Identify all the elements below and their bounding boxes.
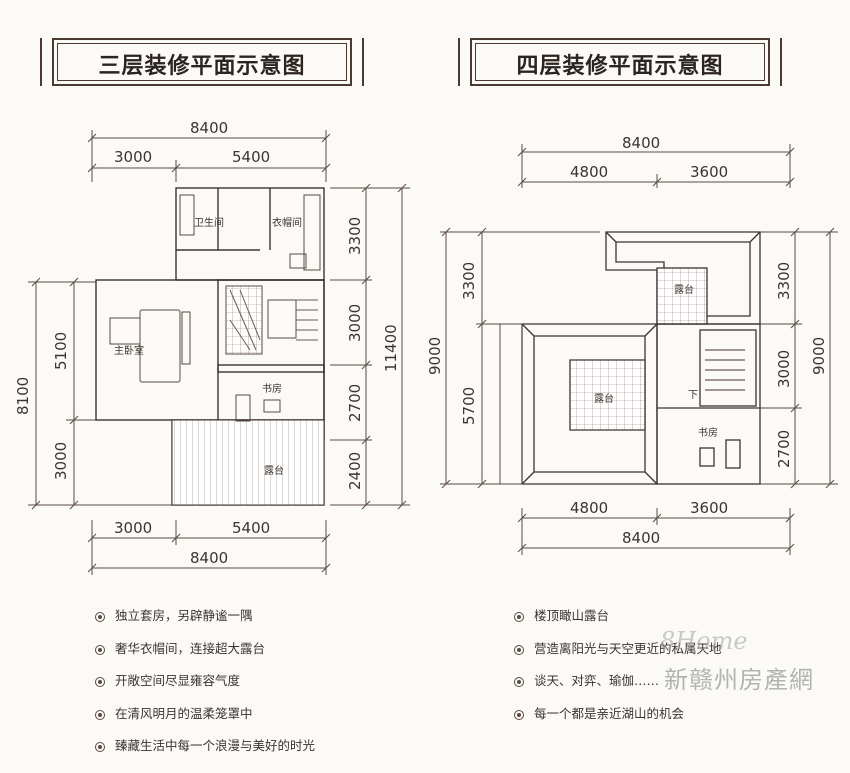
room-bathroom: 卫生间 — [194, 216, 224, 229]
list-item: 在清风明月的温柔笼罩中 — [93, 698, 315, 731]
list-item: 每一个都是亲近湖山的机会 — [512, 698, 722, 731]
right-title-box: 四层装修平面示意图 — [458, 38, 782, 86]
left-top-dimensions — [87, 130, 331, 182]
left-terrace-deck — [171, 419, 325, 506]
right-plan-title: 四层装修平面示意图 — [516, 53, 724, 79]
list-item: 营造离阳光与天空更近的私属天地 — [512, 633, 722, 666]
left-title-cap-right — [350, 38, 364, 86]
room-terrace-big: 露台 — [594, 392, 614, 405]
bullet-icon — [95, 742, 105, 752]
right-dim-left-total: 9000 — [426, 337, 444, 375]
bullet-icon — [95, 612, 105, 622]
left-dim-right-total: 11400 — [382, 324, 400, 372]
right-dim-right-total: 9000 — [810, 337, 828, 375]
list-item: 开敞空间尽显雍容气度 — [93, 665, 315, 698]
right-top-dimensions — [517, 144, 795, 188]
right-dim-left-upper: 3300 — [460, 262, 478, 300]
left-stair-tiles — [225, 285, 263, 355]
right-plan-right-dimensions — [760, 227, 838, 489]
room-terrace-left: 露台 — [264, 464, 284, 477]
list-item: 独立套房，另辟静谧一隅 — [93, 600, 315, 633]
right-dim-bottom-a: 4800 — [570, 499, 608, 517]
left-side-dimensions — [28, 277, 172, 510]
left-feature-list: 独立套房，另辟静谧一隅 奢华衣帽间，连接超大露台 开敞空间尽显雍容气度 在清风明… — [93, 600, 315, 763]
right-title-cap-right — [768, 38, 782, 86]
list-item: 臻藏生活中每一个浪漫与美好的时光 — [93, 730, 315, 763]
left-dim-top-a: 3000 — [114, 148, 152, 166]
watermark-text: 新赣州房產網 — [664, 666, 814, 694]
bullet-icon — [95, 644, 105, 655]
right-dim-left-lower: 5700 — [460, 387, 478, 425]
bullet-icon — [95, 677, 105, 687]
right-plan-overhang-left — [499, 323, 523, 485]
right-plan-roof — [521, 231, 761, 485]
list-item: 奢华衣帽间，连接超大露台 — [93, 633, 315, 666]
right-dim-top-a: 4800 — [570, 163, 608, 181]
study-chair — [263, 399, 281, 413]
right-dim-top-total: 8400 — [622, 134, 660, 152]
left-stair-landing — [267, 299, 297, 339]
right-dim-bottom-b: 3600 — [690, 499, 728, 517]
bullet-icon — [95, 709, 105, 720]
right-side-dimensions-left-plan — [330, 183, 410, 510]
left-plan-title: 三层装修平面示意图 — [98, 53, 306, 79]
right-dim-right-1: 3300 — [775, 262, 793, 300]
left-dim-bottom-b: 5400 — [232, 519, 270, 537]
right-plan-left-dimensions — [440, 227, 600, 489]
right-dim-right-2: 3000 — [775, 350, 793, 388]
left-dim-left-upper: 5100 — [52, 332, 70, 370]
left-title-cap-left — [40, 38, 54, 86]
list-item: 谈天、对弈、瑜伽…… — [512, 665, 722, 698]
left-dim-right-4: 2400 — [346, 452, 364, 490]
tv-cabinet — [181, 311, 191, 365]
right-dim-top-b: 3600 — [690, 163, 728, 181]
room-down: 下 — [688, 390, 698, 401]
left-title-box: 三层装修平面示意图 — [40, 38, 364, 86]
room-terrace-small: 露台 — [674, 283, 694, 296]
left-dim-bottom-total: 8400 — [190, 549, 228, 567]
stair-core — [217, 279, 325, 373]
left-dim-top-b: 5400 — [232, 148, 270, 166]
right-title-cap-left — [458, 38, 472, 86]
wardrobe-seat — [289, 253, 307, 269]
study-desk — [235, 394, 251, 422]
master-bed — [139, 309, 181, 383]
wardrobe-rail — [303, 194, 321, 271]
left-dim-top-total: 8400 — [190, 119, 228, 137]
bullet-icon — [514, 677, 524, 687]
bedside — [109, 317, 141, 345]
toilet-fixtures — [179, 194, 195, 236]
left-dim-bottom-a: 3000 — [114, 519, 152, 537]
room-study-right: 书房 — [698, 426, 718, 439]
right-feature-list: 楼顶瞰山露台 营造离阳光与天空更近的私属天地 谈天、对弈、瑜伽…… 每一个都是亲… — [512, 600, 722, 730]
right-dim-right-3: 2700 — [775, 430, 793, 468]
bullet-icon — [514, 612, 524, 622]
list-item: 楼顶瞰山露台 — [512, 600, 722, 633]
left-bottom-dimensions — [87, 520, 331, 575]
bullet-icon — [514, 644, 524, 655]
right-bottom-dimensions — [517, 508, 795, 555]
wardrobe-block — [175, 187, 325, 281]
left-dim-right-3: 2700 — [346, 384, 364, 422]
bullet-icon — [514, 709, 524, 720]
left-dim-left-lower: 3000 — [52, 442, 70, 480]
left-dim-right-2: 3000 — [346, 304, 364, 342]
room-wardrobe: 衣帽间 — [272, 216, 302, 229]
left-dim-right-1: 3300 — [346, 217, 364, 255]
left-dim-left-total: 8100 — [14, 377, 32, 415]
room-study-left: 书房 — [262, 382, 282, 395]
watermark-script: 8Home — [660, 627, 748, 655]
right-dim-bottom-total: 8400 — [622, 529, 660, 547]
room-master: 主卧室 — [114, 344, 144, 357]
